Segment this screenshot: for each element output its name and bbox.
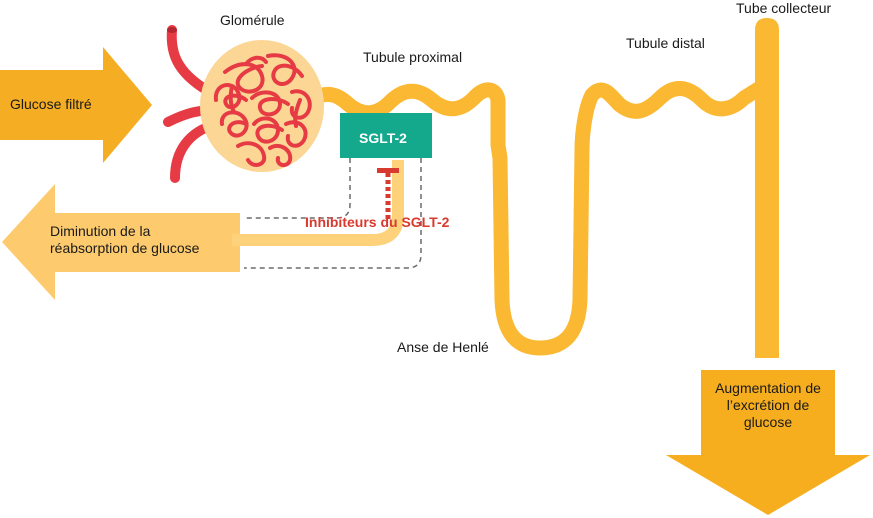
- excretion-line-1: Augmentation de: [715, 380, 821, 396]
- distal-tubule-label: Tubule distal: [626, 35, 705, 51]
- loop-of-henle-label: Anse de Henlé: [397, 339, 489, 355]
- dashed-guide-upper: [244, 158, 351, 219]
- excretion-line-3: glucose: [743, 414, 793, 430]
- glomerulus-label: Glomérule: [220, 12, 285, 28]
- glucose-filtered-label: Glucose filtré: [10, 96, 92, 112]
- inhibitor-icon: [377, 168, 399, 222]
- excretion-increase-label: Augmentation de l’excrétion de glucose: [701, 380, 835, 431]
- dashed-guide-lower: [244, 158, 422, 269]
- reabsorption-decrease-arrow: [2, 184, 240, 300]
- sglt2-label: SGLT-2: [359, 130, 407, 146]
- excretion-line-2: l’excrétion de: [726, 397, 810, 413]
- reabsorption-path: [232, 160, 404, 246]
- proximal-tubule-label: Tubule proximal: [363, 49, 463, 65]
- collecting-tube-label: Tube collecteur: [736, 0, 832, 16]
- excretion-increase-arrow: [666, 370, 870, 515]
- reabsorption-line-1: Diminution de la: [50, 223, 151, 239]
- vessel-lumen-top: [167, 27, 177, 33]
- collecting-tube: [755, 18, 779, 358]
- glomerulus-icon: [213, 53, 312, 167]
- sglt2-box: [340, 113, 432, 158]
- reabsorption-line-2: réabsorption de glucose: [50, 240, 200, 256]
- reabsorption-decrease-label: Diminution de la réabsorption de glucose: [50, 223, 199, 257]
- nephron-tubule: [302, 80, 768, 356]
- sglt2-inhibitors-label: Inhibiteurs du SGLT-2: [305, 214, 450, 230]
- glucose-filtered-arrow: [0, 47, 152, 163]
